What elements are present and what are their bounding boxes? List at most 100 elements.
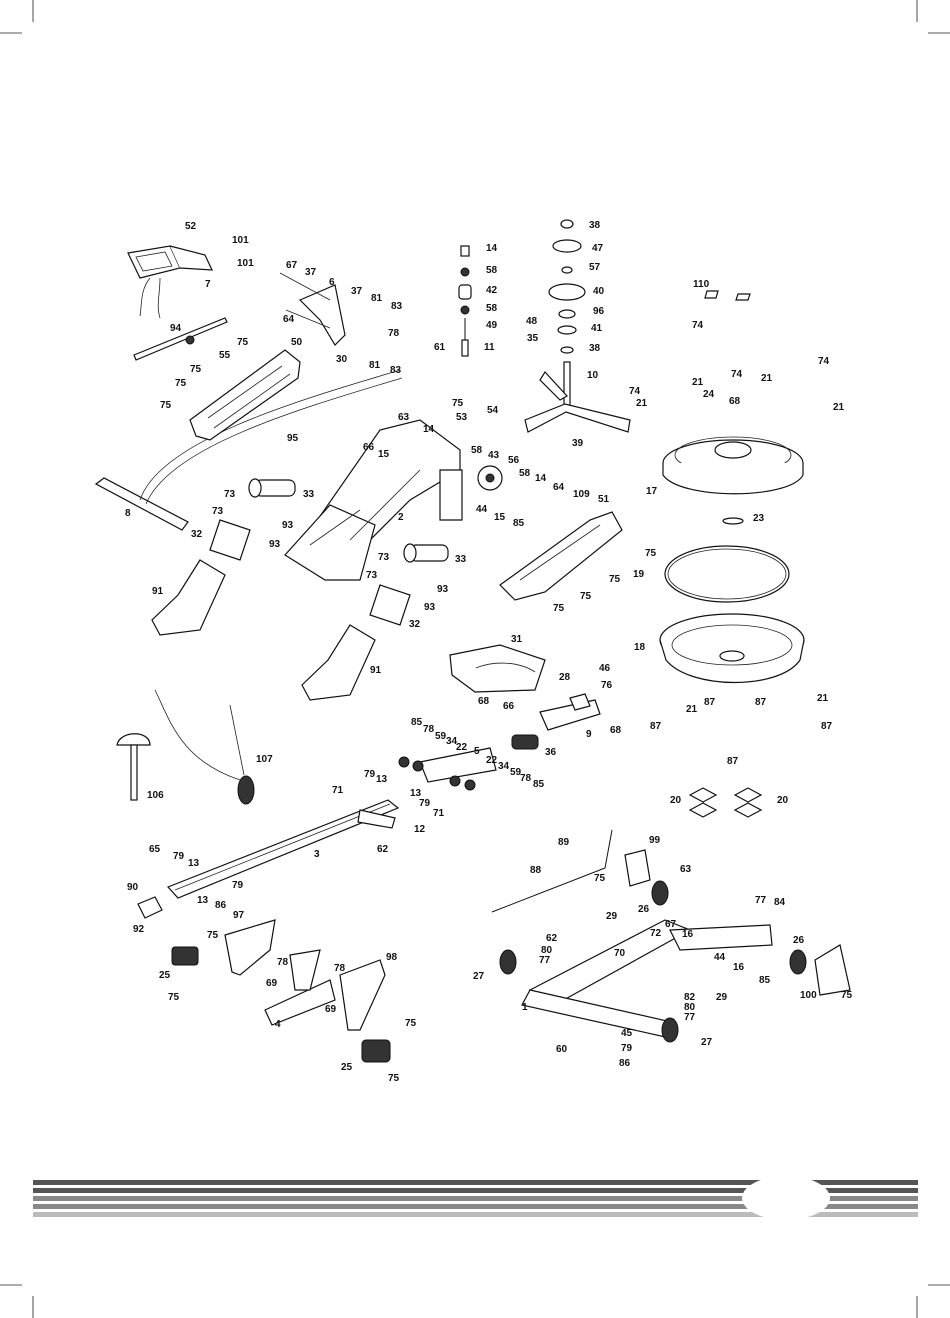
front-base-part [491, 829, 851, 1043]
callout-c74d: 74 [629, 386, 641, 397]
callout-c13a: 13 [376, 774, 388, 785]
callout-c35: 35 [527, 333, 539, 344]
callout-c13b: 13 [410, 788, 422, 799]
callout-c71a: 71 [332, 785, 344, 796]
callout-c92: 92 [133, 924, 145, 935]
footrest-bracket-part [189, 349, 301, 441]
callout-c38b: 38 [589, 343, 601, 354]
callout-c58d: 58 [519, 468, 531, 479]
callout-c66: 66 [363, 442, 375, 453]
callout-c45: 45 [621, 1028, 633, 1039]
tank-base-part [659, 613, 805, 683]
callout-c87d: 87 [821, 721, 833, 732]
callout-c27b: 27 [701, 1037, 713, 1048]
callout-c67b: 67 [665, 919, 677, 930]
callout-c21e: 21 [817, 693, 829, 704]
callout-c75c: 75 [175, 378, 187, 389]
callout-c78c: 78 [520, 773, 532, 784]
callout-c83a: 83 [391, 301, 403, 312]
callout-c82: 82 [684, 992, 696, 1003]
callout-c48: 48 [526, 316, 538, 327]
callout-c26b: 26 [793, 935, 805, 946]
callout-c61: 61 [434, 342, 446, 353]
callout-c86a: 86 [215, 900, 227, 911]
callout-c1: 1 [522, 1002, 528, 1013]
callout-c43: 43 [488, 450, 500, 461]
callout-c32b: 32 [409, 619, 421, 630]
rail-part [166, 799, 400, 899]
callout-c75h: 75 [580, 591, 592, 602]
callout-c22b: 22 [486, 755, 498, 766]
end-cap-part [137, 896, 163, 919]
callout-c80b: 80 [684, 1002, 696, 1013]
callout-c96: 96 [593, 306, 605, 317]
callout-c74b: 74 [818, 356, 830, 367]
callout-c79b: 79 [419, 798, 431, 809]
callout-c24: 24 [703, 389, 715, 400]
callout-c87e: 87 [727, 756, 739, 767]
callout-c90: 90 [127, 882, 139, 893]
callout-c94: 94 [170, 323, 182, 334]
callout-c26a: 26 [638, 904, 650, 915]
callout-c76: 76 [601, 680, 613, 691]
callout-c47: 47 [592, 243, 604, 254]
callout-c53: 53 [456, 412, 468, 423]
callout-c68c: 68 [610, 725, 622, 736]
callout-c62b: 62 [546, 933, 558, 944]
callout-c17: 17 [646, 486, 658, 497]
callout-c23: 23 [753, 513, 765, 524]
clip-part [688, 787, 763, 818]
callout-c79a: 79 [364, 769, 376, 780]
callout-c4: 4 [275, 1019, 281, 1030]
callout-c85a: 85 [513, 518, 525, 529]
callout-c68b: 68 [478, 696, 490, 707]
pedal-part [151, 519, 411, 701]
callout-c107: 107 [256, 754, 273, 765]
callout-c72: 72 [650, 928, 662, 939]
callout-c15b: 15 [494, 512, 506, 523]
callout-c51: 51 [598, 494, 610, 505]
callout-c65: 65 [149, 844, 161, 855]
callout-c75a: 75 [237, 337, 249, 348]
callout-c6: 6 [329, 277, 335, 288]
callout-c101a: 101 [232, 235, 249, 246]
callout-c75d: 75 [160, 400, 172, 411]
callout-c84: 84 [774, 897, 786, 908]
callout-c75l: 75 [405, 1018, 417, 1029]
callout-c87c: 87 [650, 721, 662, 732]
callout-c25a: 25 [159, 970, 171, 981]
callout-c27a: 27 [473, 971, 485, 982]
callout-c78a: 78 [388, 328, 400, 339]
callout-c64b: 64 [553, 482, 565, 493]
callout-c83b: 83 [390, 365, 402, 376]
callout-c89: 89 [558, 837, 570, 848]
callout-c99: 99 [649, 835, 661, 846]
callout-c70: 70 [614, 948, 626, 959]
seat-carriage-part [511, 693, 601, 750]
roller-carriage-part [398, 747, 497, 791]
callout-c56: 56 [508, 455, 520, 466]
callout-c73b: 73 [212, 506, 224, 517]
seat-part [449, 644, 546, 693]
callout-c73d: 73 [366, 570, 378, 581]
callout-c85c: 85 [533, 779, 545, 790]
main-frame-part [284, 419, 463, 581]
callout-c40: 40 [593, 286, 605, 297]
callout-c59a: 59 [435, 731, 447, 742]
callout-c67: 67 [286, 260, 298, 271]
callout-c22a: 22 [456, 742, 468, 753]
callout-c12: 12 [414, 824, 426, 835]
seal-ring-part [664, 545, 790, 603]
callout-c100: 100 [800, 990, 817, 1001]
callout-c109: 109 [573, 489, 590, 500]
callout-c57: 57 [589, 262, 601, 273]
cable-part [116, 689, 255, 805]
callout-c80a: 80 [541, 945, 553, 956]
callout-c33a: 33 [303, 489, 315, 500]
callout-c88: 88 [530, 865, 542, 876]
callout-c62a: 62 [377, 844, 389, 855]
callout-c54: 54 [487, 405, 499, 416]
callout-c79d: 79 [232, 880, 244, 891]
